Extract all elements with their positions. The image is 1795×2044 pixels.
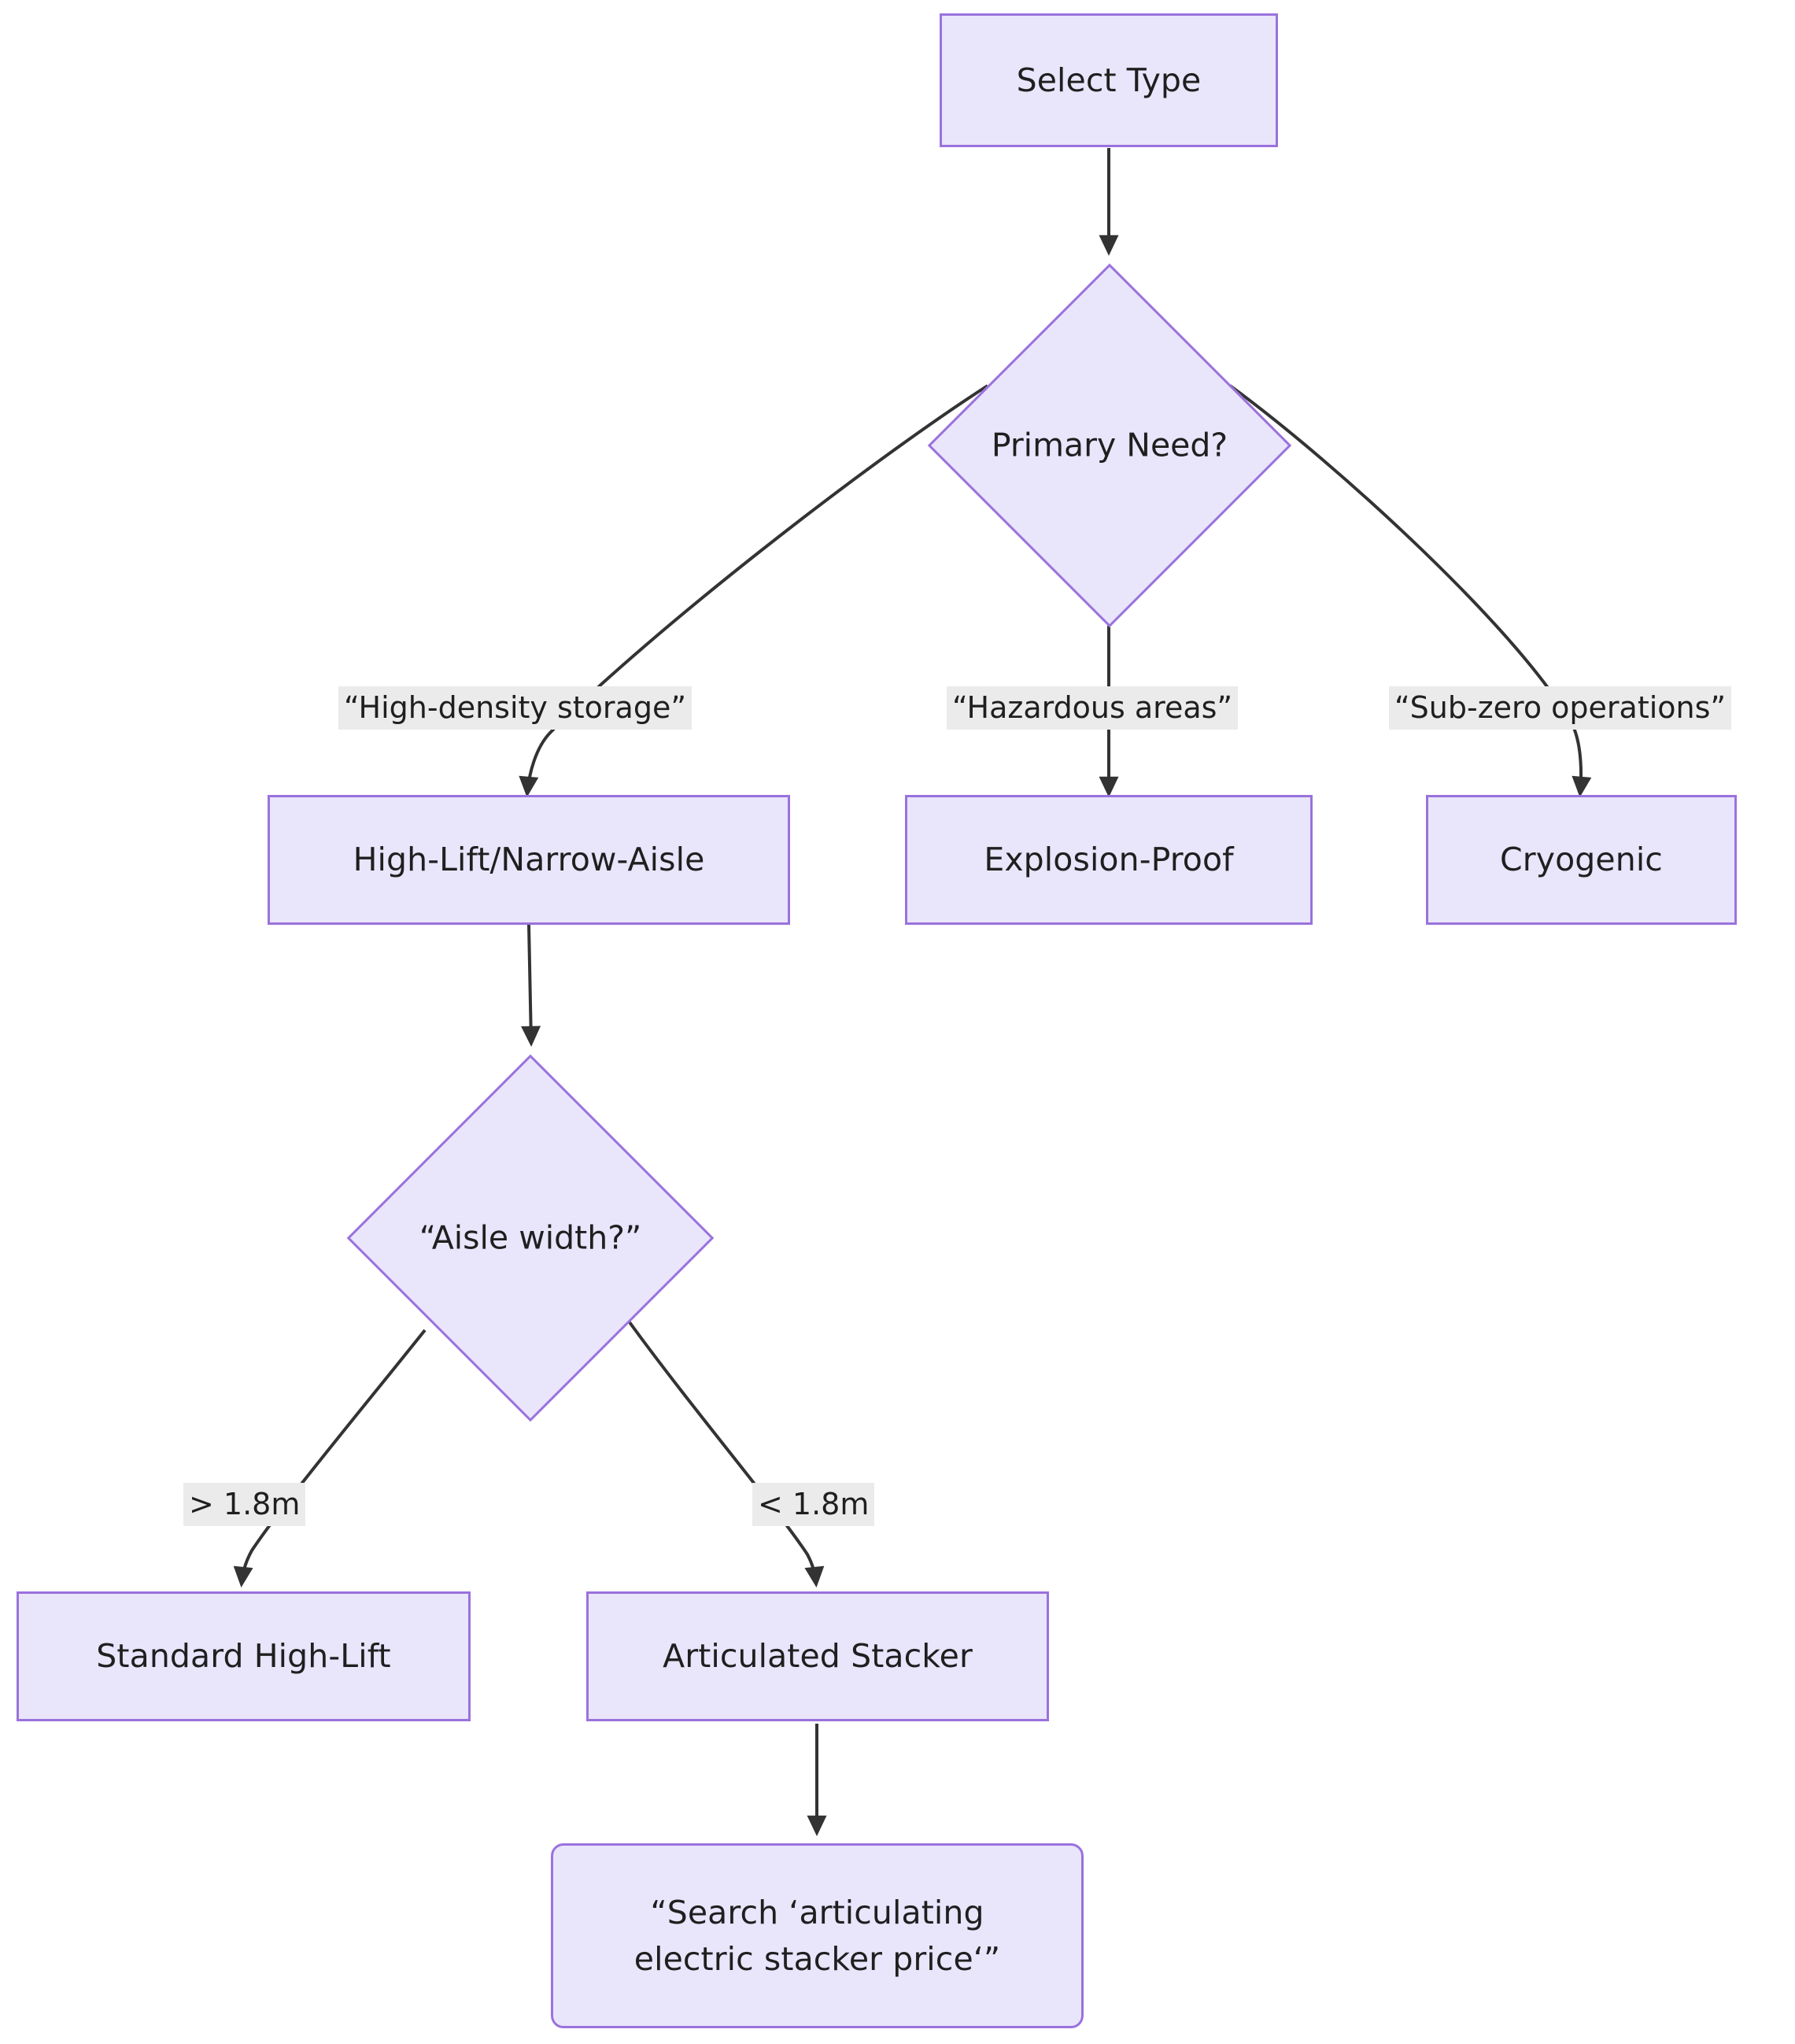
edge-label-greater-than-1-8m: > 1.8m xyxy=(183,1483,306,1526)
node-high-lift-narrow-aisle[interactable]: High-Lift/Narrow-Aisle xyxy=(268,795,790,925)
edge-label-hazardous-areas: “Hazardous areas” xyxy=(947,686,1239,730)
node-search-query[interactable]: “Search ‘articulating electric stacker p… xyxy=(551,1843,1084,2028)
edge-label-high-density-storage: “High-density storage” xyxy=(338,686,693,730)
node-primary-need-label: Primary Need? xyxy=(991,426,1228,464)
node-articulated-stacker[interactable]: Articulated Stacker xyxy=(586,1591,1049,1721)
node-select-type-label: Select Type xyxy=(1016,61,1202,99)
node-standard-high-lift-label: Standard High-Lift xyxy=(96,1637,391,1676)
edge-primary-need-to-high-lift xyxy=(519,384,989,797)
node-articulated-stacker-label: Articulated Stacker xyxy=(663,1637,973,1676)
node-cryogenic-label: Cryogenic xyxy=(1500,841,1663,879)
edge-high-lift-to-aisle-width xyxy=(521,924,541,1047)
node-primary-need[interactable]: Primary Need? xyxy=(927,263,1292,628)
node-aisle-width-label: “Aisle width?” xyxy=(419,1218,642,1257)
node-select-type[interactable]: Select Type xyxy=(940,13,1278,147)
edge-label-less-than-1-8m: < 1.8m xyxy=(752,1483,875,1526)
node-aisle-width[interactable]: “Aisle width?” xyxy=(346,1054,715,1422)
node-search-query-label: “Search ‘articulating electric stacker p… xyxy=(633,1894,1001,1978)
node-explosion-proof[interactable]: Explosion-Proof xyxy=(905,795,1313,925)
node-high-lift-narrow-aisle-label: High-Lift/Narrow-Aisle xyxy=(353,841,705,879)
edge-label-sub-zero-operations: “Sub-zero operations” xyxy=(1389,686,1732,730)
node-standard-high-lift[interactable]: Standard High-Lift xyxy=(17,1591,471,1721)
node-cryogenic[interactable]: Cryogenic xyxy=(1426,795,1737,925)
node-explosion-proof-label: Explosion-Proof xyxy=(984,841,1234,879)
